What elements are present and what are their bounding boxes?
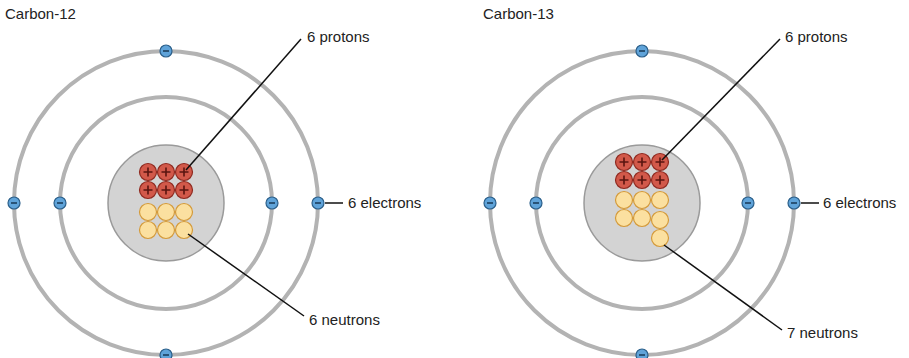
electron	[484, 197, 496, 209]
electron	[788, 197, 800, 209]
atom-title: Carbon-12	[5, 5, 76, 23]
carbon-13-atom	[484, 39, 819, 358]
proton	[176, 182, 193, 199]
electron	[636, 349, 648, 358]
leader-line	[186, 39, 301, 170]
callout-label: 7 neutrons	[787, 324, 858, 342]
callout-label: 6 protons	[307, 28, 370, 46]
nucleus	[584, 145, 700, 261]
neutron	[158, 222, 175, 239]
neutron	[652, 212, 669, 229]
electron	[8, 197, 20, 209]
callout-label: 6 protons	[785, 28, 848, 46]
neutron	[652, 230, 669, 247]
electron	[312, 197, 324, 209]
electron	[530, 197, 542, 209]
electron	[266, 197, 278, 209]
atom-title: Carbon-13	[483, 5, 554, 23]
electron	[636, 45, 648, 57]
callout-label: 6 neutrons	[309, 311, 380, 329]
neutron	[616, 210, 633, 227]
neutron	[616, 192, 633, 209]
carbon-12-atom	[8, 39, 343, 358]
electron	[742, 197, 754, 209]
proton	[140, 182, 157, 199]
proton	[616, 172, 633, 189]
leader-line	[662, 39, 780, 160]
electron	[160, 349, 172, 358]
proton	[140, 164, 157, 181]
proton	[652, 172, 669, 189]
leader-line	[325, 202, 343, 204]
neutron	[176, 204, 193, 221]
proton	[616, 154, 633, 171]
proton	[634, 172, 651, 189]
electron	[160, 45, 172, 57]
outer-shell	[490, 51, 794, 355]
neutron	[158, 204, 175, 221]
neutron	[634, 192, 651, 209]
callout-label: 6 electrons	[348, 194, 421, 212]
leader-line	[801, 202, 819, 204]
inner-shell	[60, 97, 272, 309]
electron	[54, 197, 66, 209]
neutron	[652, 192, 669, 209]
inner-shell	[536, 97, 748, 309]
outer-shell	[14, 51, 318, 355]
nucleus	[108, 145, 224, 261]
neutron	[140, 222, 157, 239]
callout-label: 6 electrons	[823, 194, 896, 212]
neutron	[140, 204, 157, 221]
leader-line	[664, 245, 782, 330]
proton	[634, 154, 651, 171]
proton	[158, 182, 175, 199]
leader-line	[188, 234, 304, 316]
neutron	[634, 210, 651, 227]
proton	[158, 164, 175, 181]
